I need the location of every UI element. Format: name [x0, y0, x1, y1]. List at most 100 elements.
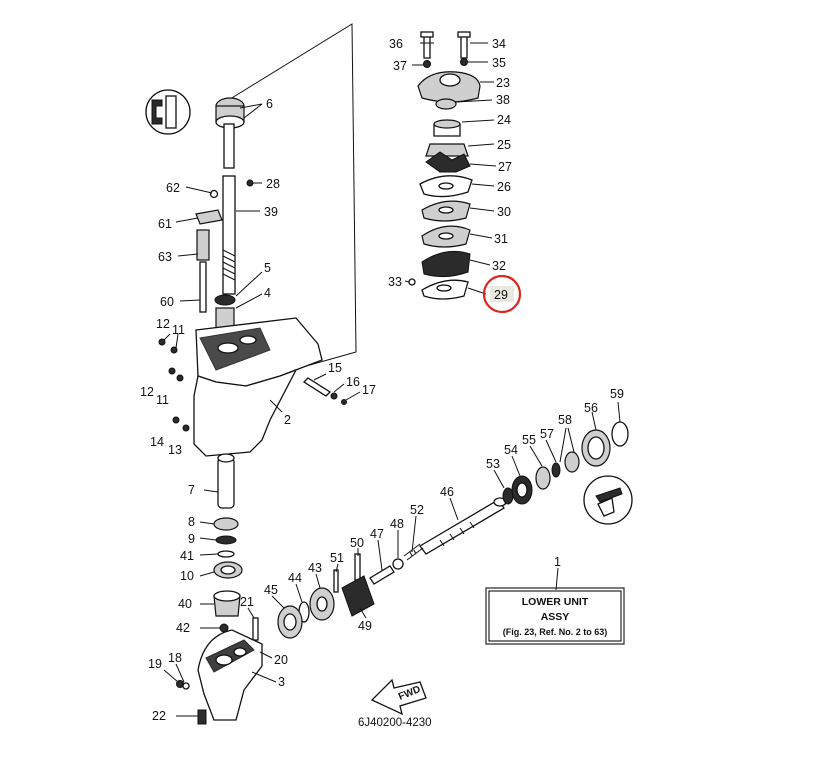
callout-59: 59: [610, 387, 624, 401]
callout-13: 13: [168, 443, 182, 457]
tube-7: [217, 457, 235, 509]
pin-28: [246, 179, 254, 187]
callout-15: 15: [328, 361, 342, 375]
callout-45: 45: [264, 583, 278, 597]
callout-29: 29: [494, 288, 508, 302]
lower-casing-group: [158, 317, 361, 457]
callout-16: 16: [346, 375, 360, 389]
callout-2: 2: [284, 413, 291, 427]
propeller-shaft-group: [271, 401, 633, 639]
shim-9: [215, 535, 237, 545]
callout-11a: 11: [172, 323, 185, 337]
callout-11b: 11: [156, 393, 169, 407]
callout-48: 48: [390, 517, 404, 531]
callout-31: 31: [494, 232, 508, 246]
washer-37: [423, 60, 431, 68]
ball-48: [392, 558, 404, 570]
callout-55: 55: [522, 433, 536, 447]
callout-52: 52: [410, 503, 424, 517]
callout-7: 7: [188, 483, 195, 497]
bearing-55: [535, 466, 551, 490]
grommet-63: [196, 229, 210, 261]
assembly-line-2: ASSY: [541, 611, 570, 623]
callout-41: 41: [180, 549, 194, 563]
callout-54: 54: [504, 443, 518, 457]
drive-shaft-group: [145, 89, 263, 333]
callout-53: 53: [486, 457, 500, 471]
washer-53: [502, 487, 514, 505]
callout-25: 25: [497, 138, 511, 152]
washer-18: [182, 682, 190, 690]
callout-62: 62: [166, 181, 180, 195]
callout-43: 43: [308, 561, 322, 575]
callout-21: 21: [240, 595, 254, 609]
slider-47: [369, 565, 395, 585]
screw-15: [302, 377, 332, 397]
callout-22: 22: [152, 709, 166, 723]
callout-26: 26: [497, 180, 511, 194]
callout-12a: 12: [156, 317, 170, 331]
callout-5: 5: [264, 261, 271, 275]
callout-8: 8: [188, 515, 195, 529]
lower-left-stack: [199, 453, 259, 641]
callout-30: 30: [497, 205, 511, 219]
callout-19: 19: [148, 657, 162, 671]
callout-1: 1: [554, 555, 561, 569]
callout-10: 10: [180, 569, 194, 583]
callout-51: 51: [330, 551, 344, 565]
plate-32: [421, 250, 471, 278]
callout-47: 47: [370, 527, 384, 541]
bolt-22: [197, 709, 207, 725]
seal-58: [564, 451, 580, 473]
callout-23: 23: [496, 76, 510, 90]
callout-17: 17: [362, 383, 376, 397]
callout-14: 14: [150, 435, 164, 449]
clutch-49: [341, 575, 375, 617]
gear-case-3: [197, 629, 263, 721]
callout-34: 34: [492, 37, 506, 51]
shift-rod-60: [199, 261, 207, 313]
callout-63: 63: [158, 250, 172, 264]
nut-17: [341, 399, 347, 405]
assembly-label-group: [485, 567, 625, 645]
callout-32: 32: [492, 259, 506, 273]
assembly-line-1: LOWER UNIT: [522, 596, 589, 608]
callout-33: 33: [388, 275, 402, 289]
callout-57: 57: [540, 427, 554, 441]
callout-46: 46: [440, 485, 454, 499]
water-pump-group: [221, 23, 522, 371]
callout-56: 56: [584, 401, 598, 415]
oring-57: [551, 462, 561, 478]
pin-21: [252, 617, 259, 641]
callout-38: 38: [496, 93, 510, 107]
callout-24: 24: [497, 113, 511, 127]
casing-body-2: [193, 368, 298, 457]
drawing-number: 6J40200-4230: [358, 717, 432, 729]
callout-9: 9: [188, 532, 195, 546]
drive-shaft-39: [222, 175, 236, 295]
impeller-27: [425, 151, 471, 173]
callout-6: 6: [266, 97, 273, 111]
bolt-36: [420, 31, 434, 59]
callout-61: 61: [158, 217, 172, 231]
insert-38: [435, 98, 457, 110]
bolt-62: [209, 189, 219, 199]
insert-25: [425, 143, 469, 157]
callout-44: 44: [288, 571, 302, 585]
callout-60: 60: [160, 295, 174, 309]
callout-40: 40: [178, 597, 192, 611]
callout-4: 4: [264, 286, 271, 300]
highlight-fill: [490, 286, 514, 302]
callout-3: 3: [278, 675, 285, 689]
washer-16: [330, 392, 338, 400]
callout-35: 35: [492, 56, 506, 70]
callout-18: 18: [168, 651, 182, 665]
dowel-33: [408, 278, 416, 286]
callout-37: 37: [393, 59, 407, 73]
callout-49: 49: [358, 619, 372, 633]
washer-41: [217, 550, 235, 558]
oring-59: [611, 421, 629, 447]
pin-50: [354, 553, 361, 581]
callout-42: 42: [176, 621, 190, 635]
